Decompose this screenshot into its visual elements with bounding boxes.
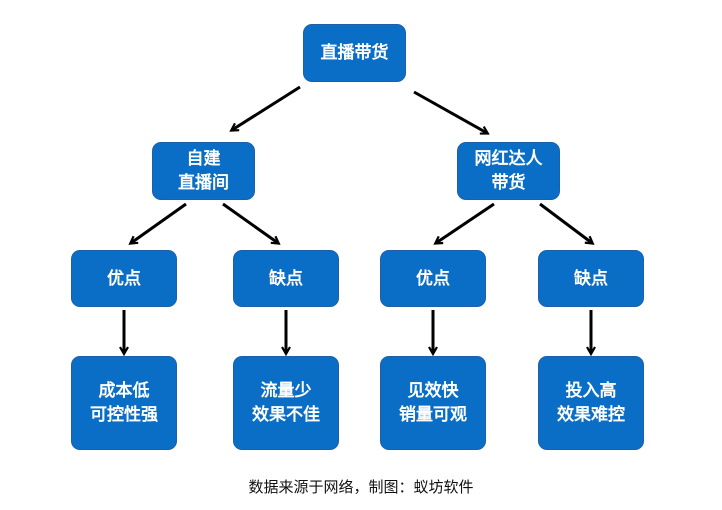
node-label-line-1: 流量少: [260, 381, 312, 401]
node-label-line-2: 可控性强: [90, 405, 158, 425]
node-influencer-cons-detail: 投入高 效果难控: [538, 356, 644, 450]
node-influencer-selling: 网红达人 带货: [457, 142, 560, 200]
node-self-built-live-room: 自建 直播间: [152, 142, 255, 200]
node-self-pros: 优点: [71, 250, 177, 307]
node-label-line-1: 网红达人: [474, 149, 543, 169]
source-caption: 数据来源于网络，制图：蚁坊软件: [248, 478, 474, 496]
arrow-self-live-to-pros: [131, 202, 187, 243]
node-label-line-2: 效果不佳: [252, 405, 320, 425]
node-label: 优点: [107, 268, 141, 289]
node-label-line-1: 自建: [186, 149, 221, 169]
node-self-pros-detail: 成本低 可控性强: [71, 356, 177, 450]
node-self-cons: 缺点: [233, 250, 339, 307]
node-label-line-2: 效果难控: [557, 405, 625, 425]
arrow-root-to-influencer: [413, 90, 487, 133]
node-label: 优点: [416, 268, 450, 289]
node-label-line-1: 见效快: [407, 381, 459, 401]
node-live-commerce: 直播带货: [303, 24, 406, 82]
node-label: 直播带货: [320, 43, 389, 63]
node-label-line-2: 销量可观: [399, 405, 467, 425]
node-label: 缺点: [574, 268, 608, 289]
node-label-line-2: 直播间: [178, 173, 229, 193]
arrow-influencer-to-cons: [539, 202, 592, 243]
node-label: 缺点: [269, 268, 303, 289]
node-influencer-cons: 缺点: [538, 250, 644, 307]
arrow-influencer-to-pros: [436, 202, 495, 243]
arrow-self-live-to-cons: [222, 202, 278, 243]
node-influencer-pros: 优点: [380, 250, 486, 307]
node-influencer-pros-detail: 见效快 销量可观: [380, 356, 486, 450]
node-label-line-1: 投入高: [565, 381, 617, 401]
node-self-cons-detail: 流量少 效果不佳: [233, 356, 339, 450]
arrow-root-to-self-live: [232, 85, 301, 130]
node-label-line-2: 带货: [491, 173, 526, 193]
node-label-line-1: 成本低: [98, 381, 150, 401]
